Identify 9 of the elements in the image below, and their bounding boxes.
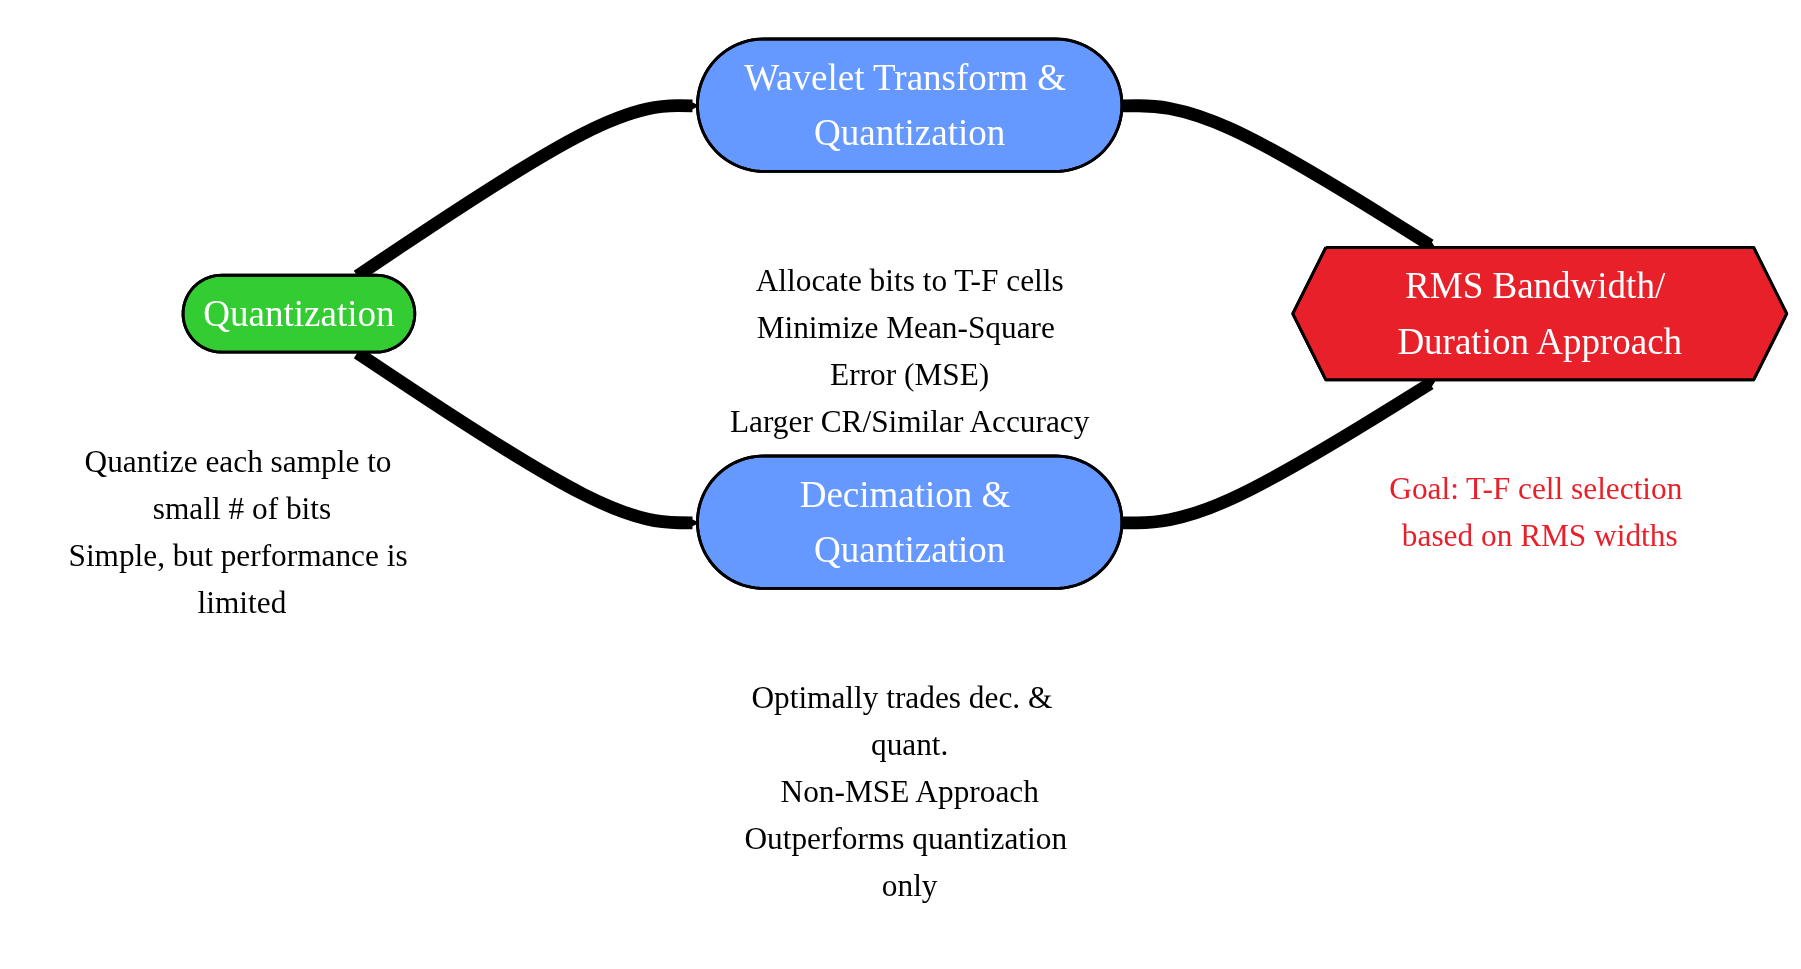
node-label: Minimize Mean-Square Error (MSE) — [756, 309, 1055, 392]
node-label: Larger CR/Similar Accuracy — [729, 403, 1090, 439]
node-label: Quantize each sample to small # of bits — [84, 443, 392, 526]
node-label: Optimally trades dec. & quant. — [751, 679, 1053, 763]
node-label: Goal: T-F cell selection based on RMS widths — [1389, 470, 1683, 554]
node-label: Non-MSE Approach — [780, 773, 1039, 810]
node-label: Simple, but performance is limited — [68, 537, 408, 620]
node-label: Allocate bits to T-F cells — [755, 262, 1064, 299]
node-label: Outperforms quantization only — [744, 820, 1068, 903]
